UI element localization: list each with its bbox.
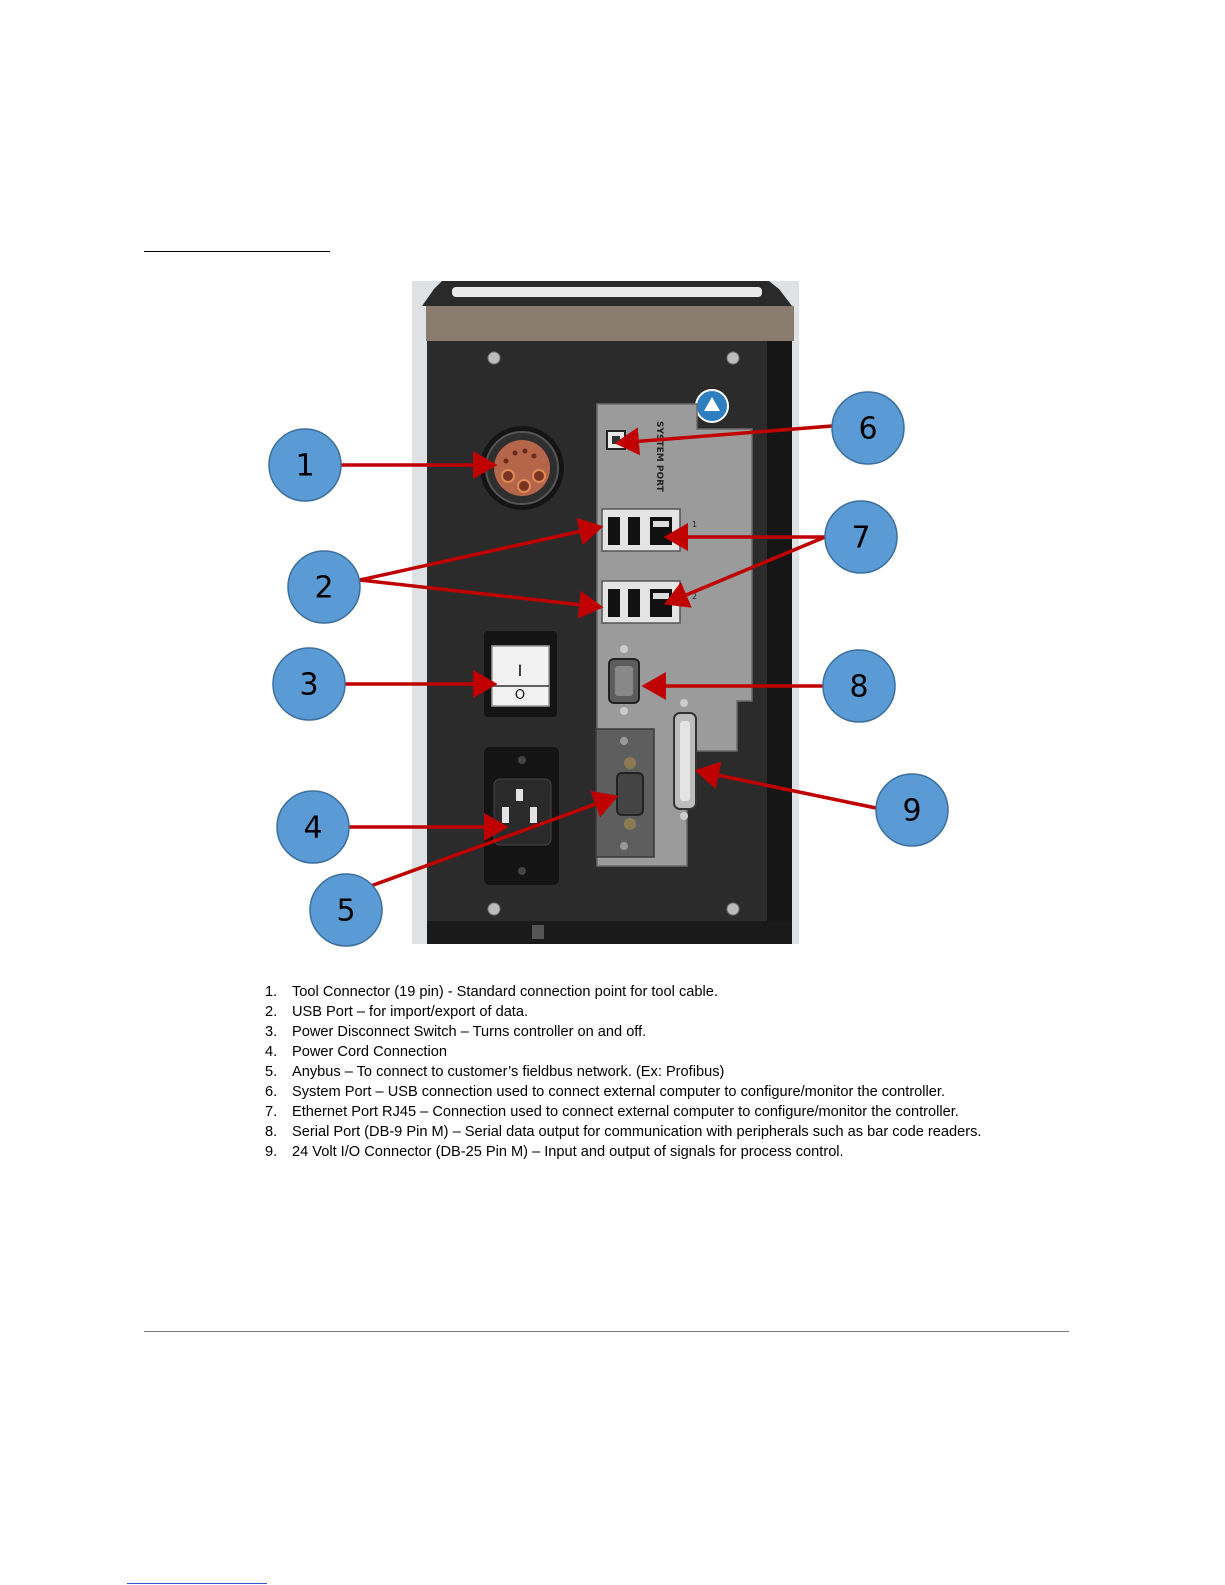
callout-6-number: 6 <box>858 412 877 447</box>
ethernet-port-2-label: 2 <box>692 592 697 601</box>
callout-6 <box>831 391 905 465</box>
header-rule <box>144 251 330 252</box>
switch-off-symbol: O <box>515 688 525 703</box>
component-legend: 1.Tool Connector (19 pin) - Standard con… <box>265 982 985 1162</box>
legend-item: 8.Serial Port (DB-9 Pin M) – Serial data… <box>265 1124 982 1140</box>
legend-item: 7.Ethernet Port RJ45 – Connection used t… <box>265 1104 959 1120</box>
io-connector-db25 <box>673 699 697 820</box>
callout-8 <box>822 649 896 723</box>
arrow-2a <box>359 517 604 582</box>
callout-4 <box>276 790 350 864</box>
footer-rule <box>144 1331 1069 1332</box>
callout-2 <box>287 550 361 624</box>
legend-item: 1.Tool Connector (19 pin) - Standard con… <box>265 984 718 1000</box>
screw <box>726 902 740 916</box>
arrow-5 <box>367 791 619 889</box>
footnote-rule <box>127 1583 267 1584</box>
screw <box>487 351 501 365</box>
callout-3-number: 3 <box>299 668 318 703</box>
legend-item: 9.24 Volt I/O Connector (DB-25 Pin M) – … <box>265 1144 844 1160</box>
callout-9-number: 9 <box>902 794 921 829</box>
callout-5-number: 5 <box>336 894 355 929</box>
switch-on-symbol: I <box>518 661 523 680</box>
callout-7 <box>824 500 898 574</box>
legend-item: 5.Anybus – To connect to customer’s fiel… <box>265 1064 725 1080</box>
controller-rear-panel-image: SYSTEM PORT 1 2 <box>412 281 799 944</box>
callout-5 <box>309 873 383 947</box>
legend-item: 3.Power Disconnect Switch – Turns contro… <box>265 1024 647 1040</box>
system-port-label: SYSTEM PORT <box>654 421 664 493</box>
callout-2-number: 2 <box>314 571 333 606</box>
arrow-9 <box>694 761 877 810</box>
arrow-2b <box>359 578 604 619</box>
arrow-6 <box>614 424 833 456</box>
legend-item: 6.System Port – USB connection used to c… <box>265 1084 946 1100</box>
legend-item: 2.USB Port – for import/export of data. <box>265 1004 529 1020</box>
ethernet-port-1-label: 1 <box>692 520 697 529</box>
arrow-7b <box>663 535 826 608</box>
callout-1-number: 1 <box>295 449 314 484</box>
callout-4-number: 4 <box>303 811 322 846</box>
top-cover <box>426 306 794 341</box>
callout-7-number: 7 <box>851 521 870 556</box>
callout-3 <box>272 647 346 721</box>
serial-port-db9 <box>608 645 640 715</box>
callout-8-number: 8 <box>849 670 868 705</box>
callout-1 <box>268 428 342 502</box>
screw <box>726 351 740 365</box>
power-switch: I O <box>484 631 557 717</box>
controller-drawing: SYSTEM PORT 1 2 <box>422 281 794 944</box>
legend-item: 4.Power Cord Connection <box>265 1044 447 1060</box>
callout-9 <box>875 773 949 847</box>
screw <box>487 902 501 916</box>
